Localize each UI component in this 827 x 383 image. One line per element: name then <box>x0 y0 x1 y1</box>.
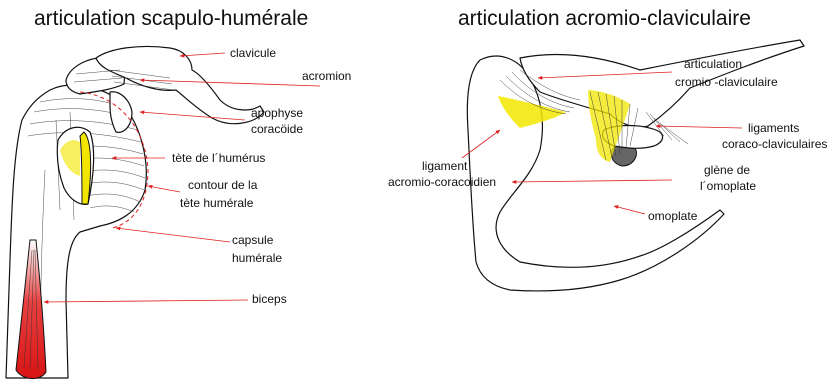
glenoid-cartilage <box>80 132 91 204</box>
label-tete-humerus: tète de l´humérus <box>172 151 265 165</box>
arrow-contour <box>148 186 180 192</box>
label-ligaments-line2: coraco-claviculaires <box>722 137 827 151</box>
acromio-clavicular-diagram: articulation acromio-claviculaire <box>388 7 827 291</box>
label-articulation-line1: articulation <box>684 57 742 71</box>
label-capsule-line2: humérale <box>232 251 282 265</box>
label-glene-line1: glène de <box>704 163 750 177</box>
label-capsule-line1: capsule <box>232 233 274 247</box>
label-ligament-ac-line2: acromio-coracoidien <box>388 175 496 189</box>
arrow-capsule <box>116 228 230 242</box>
label-articulation-line2: cromio -claviculaire <box>675 75 778 89</box>
scapulo-humeral-diagram: articulation scapulo-humérale <box>6 7 351 379</box>
arrow-ligaments <box>656 126 742 128</box>
label-glene-line2: l´omoplate <box>700 179 756 193</box>
arrow-glene <box>512 180 672 182</box>
label-omoplate: omoplate <box>648 209 698 223</box>
label-acromion: acromion <box>302 69 351 83</box>
label-contour-line1: contour de la <box>188 178 258 192</box>
label-apophyse: apophyse <box>251 106 303 120</box>
arrow-omoplate <box>614 206 645 214</box>
label-ligaments-line1: ligaments <box>748 121 799 135</box>
right-title: articulation acromio-claviculaire <box>458 7 751 30</box>
label-coracoide: coracöide <box>251 122 303 136</box>
label-contour-line2: tète humérale <box>180 196 254 210</box>
arrow-biceps <box>44 300 248 302</box>
label-ligament-ac-line1: ligament <box>422 159 468 173</box>
left-title: articulation scapulo-humérale <box>34 7 308 30</box>
arrow-clavicule <box>180 53 225 56</box>
label-clavicule: clavicule <box>230 46 276 60</box>
label-biceps: biceps <box>252 292 287 306</box>
coracoid-process <box>110 92 132 133</box>
